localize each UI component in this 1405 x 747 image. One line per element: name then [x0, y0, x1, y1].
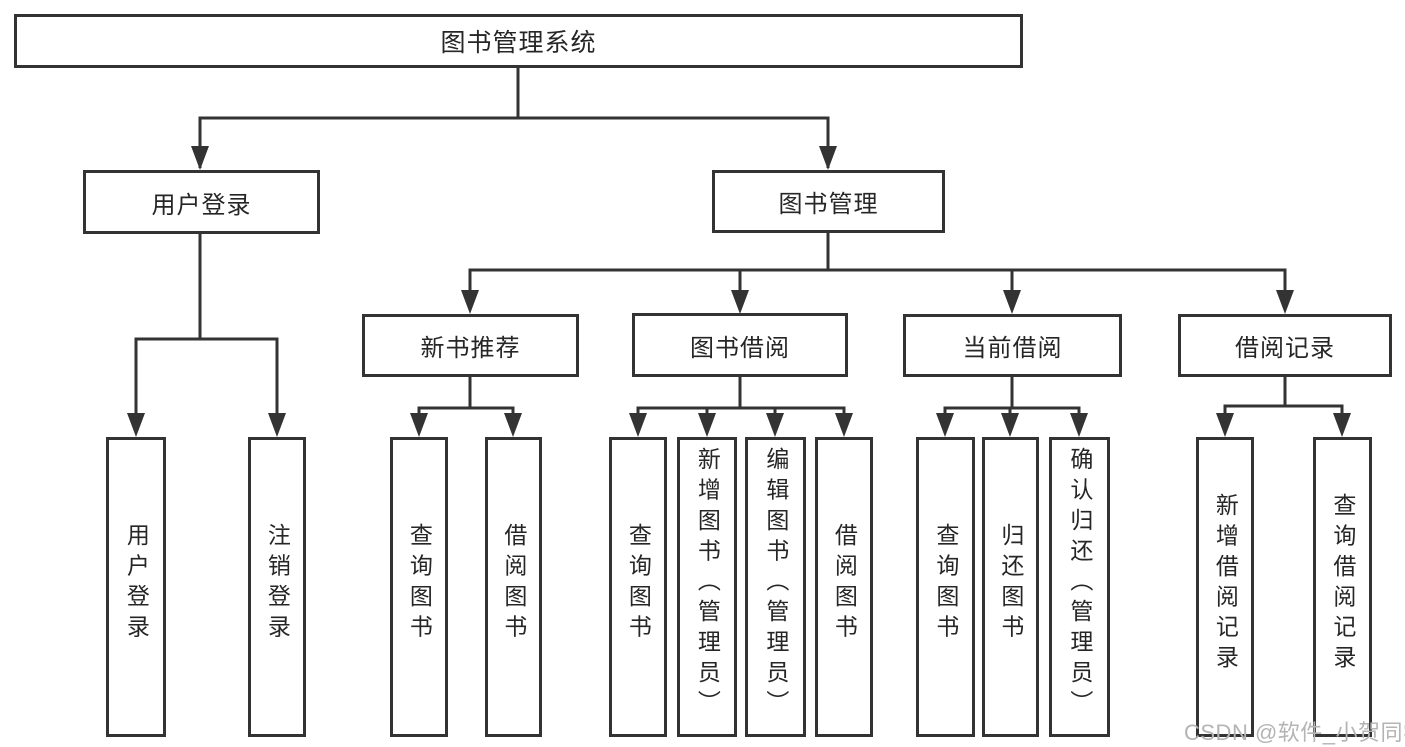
leaf-borrow-books: 借阅图书	[815, 437, 873, 737]
branch-new-book	[417, 377, 515, 433]
arrow-icon	[835, 413, 853, 437]
arrow-icon	[698, 413, 716, 437]
leaf-edit-books-admin: 编辑图书（管理员）	[745, 437, 806, 737]
leaf-return-books: 归还图书	[982, 437, 1039, 737]
leaf-label: 借阅图书	[500, 523, 527, 645]
leaf-borrow-books: 借阅图书	[485, 437, 542, 737]
arrow-icon	[1003, 290, 1021, 314]
leaf-query-books: 查询图书	[609, 437, 667, 737]
leaf-label: 新增借阅记录	[1212, 492, 1239, 676]
node-book-management: 图书管理	[712, 170, 945, 233]
arrow-icon	[629, 413, 647, 437]
arrow-icon	[461, 290, 479, 314]
node-current-borrow: 当前借阅	[903, 314, 1122, 377]
arrow-icon	[191, 146, 209, 170]
branch-book-management	[468, 233, 1287, 310]
branch-book-borrow	[636, 377, 846, 433]
leaf-label: 编辑图书（管理员）	[762, 447, 789, 721]
arrow-icon	[1070, 413, 1088, 437]
leaf-label: 查询借阅记录	[1329, 492, 1356, 676]
leaf-label: 查询图书	[406, 523, 433, 645]
node-user-login: 用户登录	[83, 170, 320, 234]
arrow-icon	[936, 413, 954, 437]
leaf-label: 查询图书	[932, 523, 959, 645]
leaf-label: 确认归还（管理员）	[1066, 447, 1093, 721]
arrow-icon	[766, 413, 784, 437]
arrow-icon	[410, 413, 428, 437]
leaf-query-books: 查询图书	[390, 437, 448, 737]
arrow-icon	[1216, 413, 1234, 437]
node-new-book-recommend: 新书推荐	[362, 314, 579, 377]
leaf-query-borrow-record: 查询借阅记录	[1313, 437, 1372, 737]
leaf-label: 归还图书	[997, 523, 1024, 645]
branch-borrow-records	[1223, 377, 1344, 433]
leaf-label: 用户登录	[123, 523, 150, 645]
leaf-user-login: 用户登录	[106, 437, 166, 737]
arrowheads	[127, 146, 1351, 437]
arrow-icon	[504, 413, 522, 437]
arrow-icon	[1333, 413, 1351, 437]
leaf-logout: 注销登录	[248, 437, 306, 737]
leaf-label: 借阅图书	[831, 523, 858, 645]
csdn-watermark: CSDN @软件_小贺同学	[1184, 720, 1405, 745]
arrow-icon	[1276, 290, 1294, 314]
node-borrow-records: 借阅记录	[1178, 314, 1392, 377]
branch-user-login	[134, 234, 279, 432]
node-system-root: 图书管理系统	[14, 14, 1023, 68]
leaf-label: 查询图书	[625, 523, 652, 645]
leaf-query-books: 查询图书	[916, 437, 975, 737]
arrow-icon	[731, 290, 749, 314]
arrow-icon	[819, 146, 837, 170]
leaf-add-books-admin: 新增图书（管理员）	[677, 437, 737, 737]
arrow-icon	[127, 413, 145, 437]
arrow-icon	[268, 413, 286, 437]
branch-root	[198, 68, 830, 168]
arrow-icon	[1001, 413, 1019, 437]
node-book-borrow: 图书借阅	[632, 313, 848, 377]
leaf-confirm-return-admin: 确认归还（管理员）	[1049, 437, 1110, 737]
leaf-label: 新增图书（管理员）	[694, 447, 721, 721]
leaf-add-borrow-record: 新增借阅记录	[1196, 437, 1254, 737]
leaf-label: 注销登录	[264, 523, 291, 645]
